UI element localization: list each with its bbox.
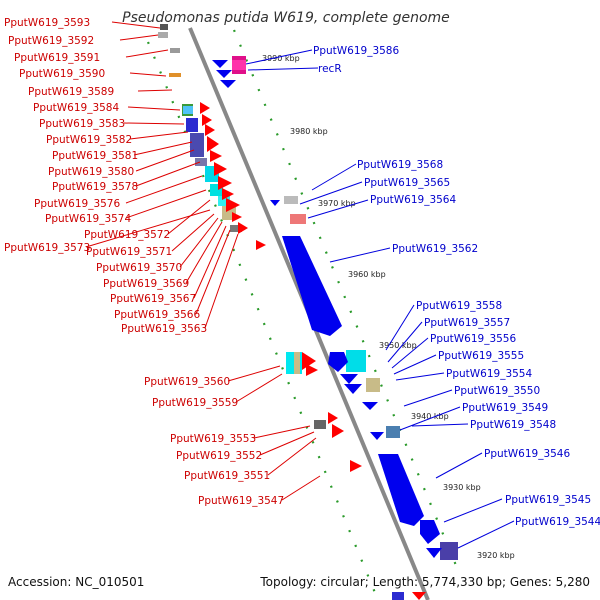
gene-box bbox=[160, 24, 168, 30]
left-connectors bbox=[85, 21, 321, 501]
gene-label[interactable]: PputW619_3560 bbox=[144, 376, 230, 388]
gene-box bbox=[294, 352, 300, 374]
forward-strand-arrows bbox=[200, 102, 362, 472]
gene-box bbox=[230, 225, 242, 232]
gene-box bbox=[169, 73, 181, 77]
gene-label[interactable]: PputW619_3582 bbox=[46, 134, 132, 146]
gene-label[interactable]: PputW619_3564 bbox=[370, 194, 456, 206]
topology-text: Topology: circular; Length: 5,774,330 bp… bbox=[259, 575, 590, 589]
right-connectors bbox=[245, 49, 515, 549]
gene-label[interactable]: PputW619_3591 bbox=[14, 52, 100, 64]
gene-box bbox=[284, 196, 298, 204]
gene-box bbox=[195, 158, 207, 166]
gene-label[interactable]: PputW619_3581 bbox=[52, 150, 138, 162]
tick-label: 3990 kbp bbox=[262, 54, 300, 63]
gene-label[interactable]: PputW619_3562 bbox=[392, 243, 478, 255]
gene-label[interactable]: PputW619_3551 bbox=[184, 470, 270, 482]
gene-label[interactable]: PputW619_3554 bbox=[446, 368, 532, 380]
gene-label[interactable]: PputW619_3592 bbox=[8, 35, 94, 47]
gene-label[interactable]: PputW619_3567 bbox=[110, 293, 196, 305]
gene-box bbox=[290, 214, 306, 224]
gene-box bbox=[183, 106, 193, 114]
gene-label[interactable]: PputW619_3563 bbox=[121, 323, 207, 335]
gene-label[interactable]: PputW619_3544 bbox=[515, 516, 600, 528]
gene-box bbox=[158, 32, 168, 38]
gene-box bbox=[190, 133, 204, 157]
tick-label: 3960 kbp bbox=[348, 270, 386, 279]
gene-label[interactable]: PputW619_3553 bbox=[170, 433, 256, 445]
gene-label[interactable]: PputW619_3558 bbox=[416, 300, 502, 312]
gene-label[interactable]: PputW619_3569 bbox=[103, 278, 189, 290]
tick-label: 3940 kbp bbox=[411, 412, 449, 421]
gene-label[interactable]: PputW619_3546 bbox=[484, 448, 570, 460]
gene-label[interactable]: PputW619_3568 bbox=[357, 159, 443, 171]
gene-box bbox=[366, 378, 380, 392]
gene-box bbox=[170, 48, 180, 53]
tick-label: 3970 kbp bbox=[318, 199, 356, 208]
gene-label[interactable]: PputW619_3580 bbox=[48, 166, 134, 178]
gene-label[interactable]: PputW619_3572 bbox=[84, 229, 170, 241]
gene-label[interactable]: PputW619_3559 bbox=[152, 397, 238, 409]
gene-label[interactable]: PputW619_3589 bbox=[28, 86, 114, 98]
gene-box bbox=[218, 196, 230, 206]
left-gene-labels: PputW619_3593 PputW619_3592 PputW619_359… bbox=[4, 17, 284, 507]
gene-box bbox=[392, 592, 404, 600]
tick-label: 3980 kbp bbox=[290, 127, 328, 136]
gene-label[interactable]: PputW619_3586 bbox=[313, 45, 399, 57]
tick-label: 3930 kbp bbox=[443, 483, 481, 492]
gene-label[interactable]: PputW619_3576 bbox=[34, 198, 120, 210]
left-dotted-guide bbox=[146, 41, 380, 600]
reverse-strand-arrows bbox=[212, 60, 442, 558]
gene-label[interactable]: PputW619_3549 bbox=[462, 402, 548, 414]
genome-title: Pseudomonas putida W619, complete genome bbox=[122, 10, 450, 26]
gene-label[interactable]: PputW619_3555 bbox=[438, 350, 524, 362]
gene-label[interactable]: PputW619_3583 bbox=[39, 118, 125, 130]
gene-label[interactable]: PputW619_3584 bbox=[33, 102, 119, 114]
gene-label[interactable]: PputW619_3578 bbox=[52, 181, 138, 193]
gene-label[interactable]: PputW619_3548 bbox=[470, 419, 556, 431]
gene-label[interactable]: PputW619_3566 bbox=[114, 309, 200, 321]
gene-label[interactable]: PputW619_3593 bbox=[4, 17, 90, 29]
tick-label: 3920 kbp bbox=[477, 551, 515, 560]
gene-label[interactable]: PputW619_3545 bbox=[505, 494, 591, 506]
gene-box bbox=[440, 542, 458, 560]
gene-arrow bbox=[412, 592, 426, 600]
gene-label[interactable]: PputW619_3556 bbox=[430, 333, 516, 345]
gene-label[interactable]: PputW619_3574 bbox=[45, 213, 131, 225]
gene-box bbox=[232, 60, 246, 70]
gene-label[interactable]: PputW619_3547 bbox=[198, 495, 284, 507]
tick-label: 3950 kbp bbox=[379, 341, 417, 350]
gene-box bbox=[314, 420, 326, 429]
gene-label[interactable]: PputW619_3570 bbox=[96, 262, 182, 274]
gene-box bbox=[386, 426, 400, 438]
gene-label[interactable]: PputW619_3590 bbox=[19, 68, 105, 80]
gene-box bbox=[346, 350, 366, 372]
gene-label[interactable]: PputW619_3557 bbox=[424, 317, 510, 329]
gene-label[interactable]: PputW619_3550 bbox=[454, 385, 540, 397]
gene-label[interactable]: recR bbox=[318, 63, 342, 75]
kbp-ticks: 3990 kbp 3980 kbp 3970 kbp 3960 kbp 3950… bbox=[262, 54, 515, 560]
gene-label[interactable]: PputW619_3571 bbox=[86, 246, 172, 258]
accession-text: Accession: NC_010501 bbox=[8, 575, 144, 589]
right-gene-labels: PputW619_3586 recR PputW619_3568 PputW61… bbox=[313, 45, 600, 528]
gene-label[interactable]: PputW619_3565 bbox=[364, 177, 450, 189]
gene-label[interactable]: PputW619_3573 bbox=[4, 242, 90, 254]
right-gene-features bbox=[232, 56, 458, 560]
gene-box bbox=[186, 118, 198, 132]
gene-label[interactable]: PputW619_3552 bbox=[176, 450, 262, 462]
